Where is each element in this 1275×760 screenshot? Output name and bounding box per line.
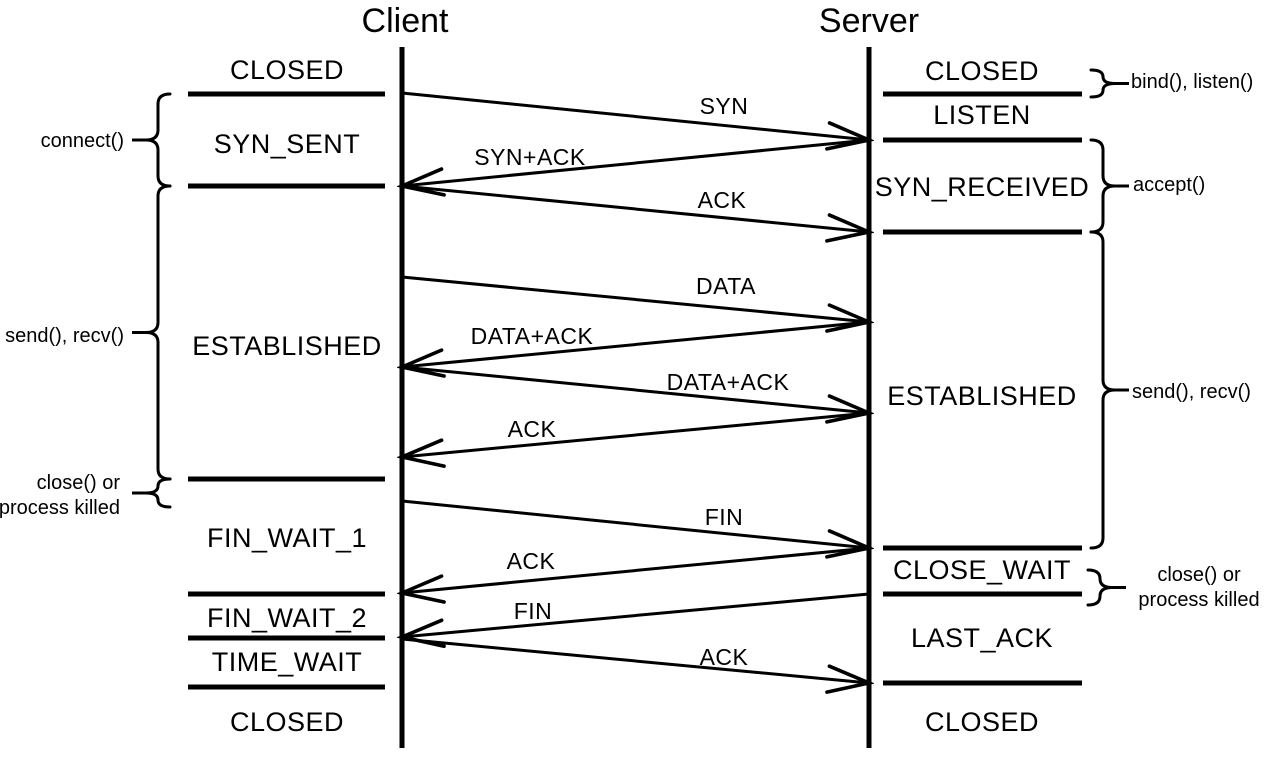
message-arrow-fin [401, 499, 869, 548]
message-label-syn-ack: SYN+ACK [474, 144, 586, 170]
annotation-brace-bind-listen [1089, 68, 1116, 99]
annotation-text-send-recv-client: send(), recv() [5, 325, 124, 347]
annotation-brace-accept [1089, 138, 1116, 234]
client-state-time-wait: TIME_WAIT [212, 647, 363, 677]
annotation-brace-close-client [145, 477, 172, 509]
client-state-established: ESTABLISHED [192, 331, 382, 361]
message-arrow-data [401, 275, 869, 322]
client-state-closed: CLOSED [230, 55, 344, 85]
message-label-data-ack: DATA+ACK [667, 369, 790, 395]
annotation-text-close-client: close() or [37, 472, 121, 494]
message-label-fin: FIN [705, 504, 744, 530]
message-arrow-ack [401, 184, 869, 232]
annotation-text-accept: accept() [1133, 174, 1205, 196]
annotation-brace-send-recv-client [145, 184, 172, 481]
message-arrow-ack [402, 546, 870, 593]
message-arrow-syn-ack [402, 138, 870, 186]
message-arrow-data-ack [402, 320, 870, 367]
message-arrow-ack [401, 637, 869, 683]
annotation-text-send-recv-server: send(), recv() [1132, 381, 1251, 403]
message-arrow-syn [401, 91, 869, 140]
server-state-established: ESTABLISHED [887, 381, 1077, 411]
client-state-fin-wait-1: FIN_WAIT_1 [207, 523, 367, 553]
annotation-text-close-server: process killed [1138, 589, 1259, 611]
message-label-syn: SYN [700, 93, 749, 119]
message-arrow-data-ack [401, 365, 869, 413]
annotation-text-close-server: close() or [1157, 564, 1241, 586]
server-state-close-wait: CLOSE_WAIT [893, 555, 1071, 585]
server-state-listen: LISTEN [933, 100, 1031, 130]
client-state-fin-wait-2: FIN_WAIT_2 [207, 603, 367, 633]
annotation-text-close-client: process killed [0, 497, 120, 519]
message-label-ack: ACK [508, 416, 557, 442]
message-label-data-ack: DATA+ACK [471, 323, 594, 349]
server-state-last-ack: LAST_ACK [911, 623, 1053, 653]
server-title: Server [819, 2, 919, 40]
message-label-fin: FIN [514, 598, 553, 624]
annotation-text-bind-listen: bind(), listen() [1131, 71, 1253, 93]
message-label-data: DATA [696, 273, 756, 299]
message-label-ack: ACK [698, 187, 747, 213]
server-state-closed: CLOSED [925, 707, 1039, 737]
message-label-ack: ACK [507, 548, 556, 574]
message-arrow-fin [402, 592, 870, 637]
message-arrow-ack [402, 411, 870, 457]
annotation-brace-close-server [1086, 568, 1113, 607]
annotation-text-connect: connect() [41, 130, 124, 152]
server-state-syn-received: SYN_RECEIVED [875, 172, 1090, 202]
client-state-closed: CLOSED [230, 707, 344, 737]
annotation-brace-send-recv-server [1089, 230, 1116, 550]
message-label-ack: ACK [700, 644, 749, 670]
annotation-brace-connect [145, 92, 172, 188]
client-state-syn-sent: SYN_SENT [214, 129, 361, 159]
client-title: Client [362, 2, 449, 40]
server-state-closed: CLOSED [925, 56, 1039, 86]
